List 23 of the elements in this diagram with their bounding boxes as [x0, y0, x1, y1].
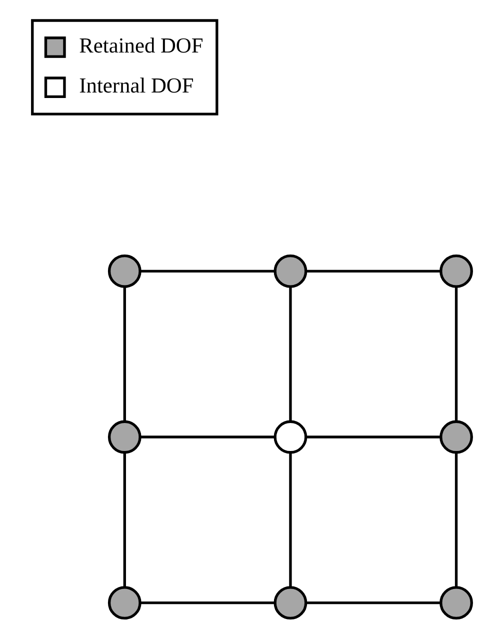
node-circle [274, 586, 308, 620]
node-circle [108, 254, 142, 288]
node-circle [108, 586, 142, 620]
connector [289, 287, 292, 422]
connector [140, 602, 275, 604]
node-circle [440, 420, 473, 454]
node-circle [108, 420, 142, 454]
connector [123, 452, 126, 588]
node-circle [440, 586, 473, 620]
connector [306, 270, 440, 273]
connector [289, 452, 292, 588]
node-circle [274, 420, 308, 454]
connector [140, 270, 275, 273]
connector [140, 436, 275, 438]
legend-label: Internal DOF [79, 73, 194, 98]
connector [306, 436, 440, 438]
connector [306, 602, 440, 604]
connector [454, 452, 458, 588]
connector [123, 287, 126, 422]
node-circle [440, 254, 473, 288]
node-circle [274, 254, 308, 288]
legend-label: Retained DOF [79, 33, 204, 58]
connector [454, 287, 458, 422]
